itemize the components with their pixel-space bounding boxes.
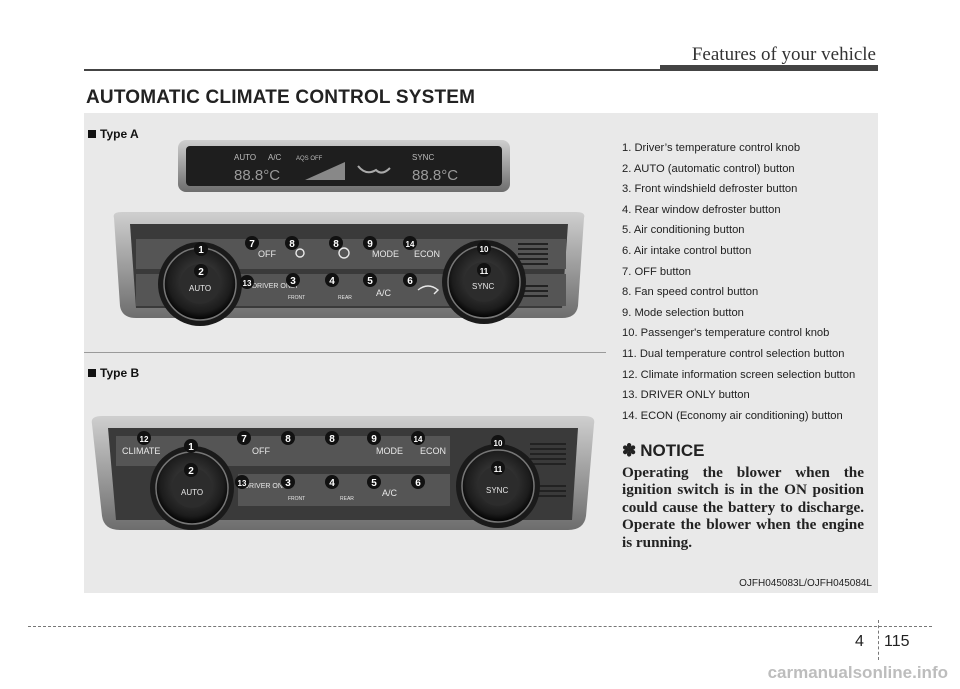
- type-a-illustration: AUTO A/C AQS OFF SYNC 88.8°C 88.8°C OFF …: [113, 140, 585, 326]
- svg-text:13: 13: [238, 479, 247, 488]
- svg-text:10: 10: [494, 439, 503, 448]
- knob-driver-b[interactable]: AUTO: [150, 446, 234, 530]
- svg-text:11: 11: [480, 267, 489, 276]
- svg-text:88.8°C: 88.8°C: [412, 167, 458, 184]
- mode-button-a[interactable]: MODE: [372, 249, 399, 259]
- svg-text:8: 8: [333, 239, 339, 250]
- passenger-temp-knob-a[interactable]: SYNC: [442, 240, 526, 324]
- svg-text:12: 12: [140, 435, 149, 444]
- notice-body: Operating the blower when the ignition s…: [622, 464, 864, 551]
- svg-text:2: 2: [198, 267, 204, 278]
- driver-only-button-b[interactable]: DRIVER ONLY: [244, 483, 291, 490]
- knob-passenger-b[interactable]: SYNC: [456, 444, 540, 528]
- figure-divider: [84, 352, 606, 353]
- driver-only-button-a[interactable]: DRIVER ONLY: [252, 283, 299, 290]
- svg-text:7: 7: [241, 434, 247, 445]
- legend-item: 8. Fan speed control button: [622, 286, 759, 299]
- front-defrost-label-a: FRONT: [288, 295, 305, 301]
- legend-item: 7. OFF button: [622, 265, 692, 278]
- star-cross-icon: ✽: [622, 441, 637, 460]
- recirculation-icon: [417, 285, 440, 295]
- driver-temp-knob-a[interactable]: AUTO: [158, 242, 242, 326]
- legend-item: 6. Air intake control button: [622, 244, 752, 257]
- svg-text:5: 5: [371, 478, 377, 489]
- svg-text:AUTO: AUTO: [181, 488, 203, 497]
- mode-button-b[interactable]: MODE: [376, 446, 403, 456]
- type-a-label: Type A: [88, 127, 139, 141]
- svg-text:3: 3: [285, 478, 291, 489]
- legend-item: 2. AUTO (automatic control) button: [622, 162, 795, 175]
- svg-text:88.8°C: 88.8°C: [234, 167, 280, 184]
- watermark: carmanualsonline.info: [767, 663, 948, 682]
- svg-text:AQS OFF: AQS OFF: [296, 156, 323, 162]
- svg-text:6: 6: [415, 478, 421, 489]
- svg-text:11: 11: [494, 465, 503, 474]
- ac-button-b[interactable]: A/C: [382, 488, 398, 498]
- legend-item: 13. DRIVER ONLY button: [622, 389, 750, 402]
- type-b-label: Type B: [88, 366, 139, 380]
- svg-text:10: 10: [480, 245, 489, 254]
- header-rule: [84, 69, 878, 71]
- legend-item: 11. Dual temperature control selection b…: [622, 347, 845, 360]
- section-title: AUTOMATIC CLIMATE CONTROL SYSTEM: [86, 87, 476, 108]
- legend-item: 12. Climate information screen selection…: [622, 368, 856, 381]
- type-b-illustration: CLIMATE OFF MODE ECON DRIVER ONLY FRONT …: [91, 416, 595, 530]
- svg-text:2: 2: [188, 466, 194, 477]
- legend-item: 10. Passenger's temperature control knob: [622, 327, 830, 340]
- footer-divider: [878, 620, 879, 660]
- svg-text:8: 8: [329, 434, 335, 445]
- legend-item: 9. Mode selection button: [622, 306, 744, 319]
- svg-text:7: 7: [249, 239, 255, 250]
- svg-text:14: 14: [406, 240, 415, 249]
- econ-button-a[interactable]: ECON: [414, 249, 440, 259]
- legend-list: 1. Driver’s temperature control knob 2. …: [622, 138, 872, 426]
- legend-item: 14. ECON (Economy air conditioning) butt…: [622, 409, 843, 422]
- svg-text:14: 14: [414, 435, 423, 444]
- callouts-b: 12 1 2 7 8 8 9 14 10 11 13 3 4 5 6: [137, 431, 505, 489]
- svg-text:SYNC: SYNC: [486, 486, 508, 495]
- page-number: 115: [884, 633, 910, 650]
- rear-defrost-label-a: REAR: [338, 295, 352, 301]
- svg-text:1: 1: [188, 442, 194, 453]
- fan-icon: [295, 247, 350, 259]
- footer-rule: [28, 626, 932, 627]
- svg-text:4: 4: [329, 276, 335, 287]
- svg-text:13: 13: [243, 279, 252, 288]
- callouts-a: 1 2 7 8 8 9 14 10 11 13 3 4 5 6: [194, 236, 491, 289]
- legend-item: 3. Front windshield defroster button: [622, 183, 798, 196]
- svg-text:SYNC: SYNC: [472, 282, 494, 291]
- svg-text:8: 8: [285, 434, 291, 445]
- notice-title: ✽NOTICE: [622, 441, 705, 460]
- svg-text:8: 8: [289, 239, 295, 250]
- svg-text:SYNC: SYNC: [412, 153, 434, 162]
- climate-display-a: AUTO A/C AQS OFF SYNC 88.8°C 88.8°C: [178, 140, 510, 192]
- header-rule-accent: [660, 65, 878, 71]
- svg-text:A/C: A/C: [268, 153, 282, 162]
- climate-button-b[interactable]: CLIMATE: [122, 446, 160, 456]
- svg-text:9: 9: [371, 434, 377, 445]
- rear-defrost-label-b: REAR: [340, 496, 354, 502]
- legend-item: 4. Rear window defroster button: [622, 203, 781, 216]
- off-button-b[interactable]: OFF: [252, 446, 270, 456]
- running-header: Features of your vehicle: [691, 44, 876, 65]
- front-defrost-label-b: FRONT: [288, 496, 305, 502]
- ac-button-a[interactable]: A/C: [376, 288, 392, 298]
- legend-item: 1. Driver’s temperature control knob: [622, 142, 801, 154]
- svg-text:6: 6: [407, 276, 413, 287]
- svg-text:4: 4: [329, 478, 335, 489]
- svg-text:AUTO: AUTO: [189, 284, 211, 293]
- svg-text:9: 9: [367, 239, 373, 250]
- off-button-a[interactable]: OFF: [258, 249, 276, 259]
- legend-item: 5. Air conditioning button: [622, 224, 745, 237]
- figure-code: OJFH045083L/OJFH045084L: [739, 578, 872, 589]
- econ-button-b[interactable]: ECON: [420, 446, 446, 456]
- svg-text:5: 5: [367, 276, 373, 287]
- svg-text:1: 1: [198, 245, 204, 256]
- svg-text:3: 3: [290, 276, 296, 287]
- svg-text:AUTO: AUTO: [234, 153, 256, 162]
- chapter-number: 4: [855, 633, 864, 650]
